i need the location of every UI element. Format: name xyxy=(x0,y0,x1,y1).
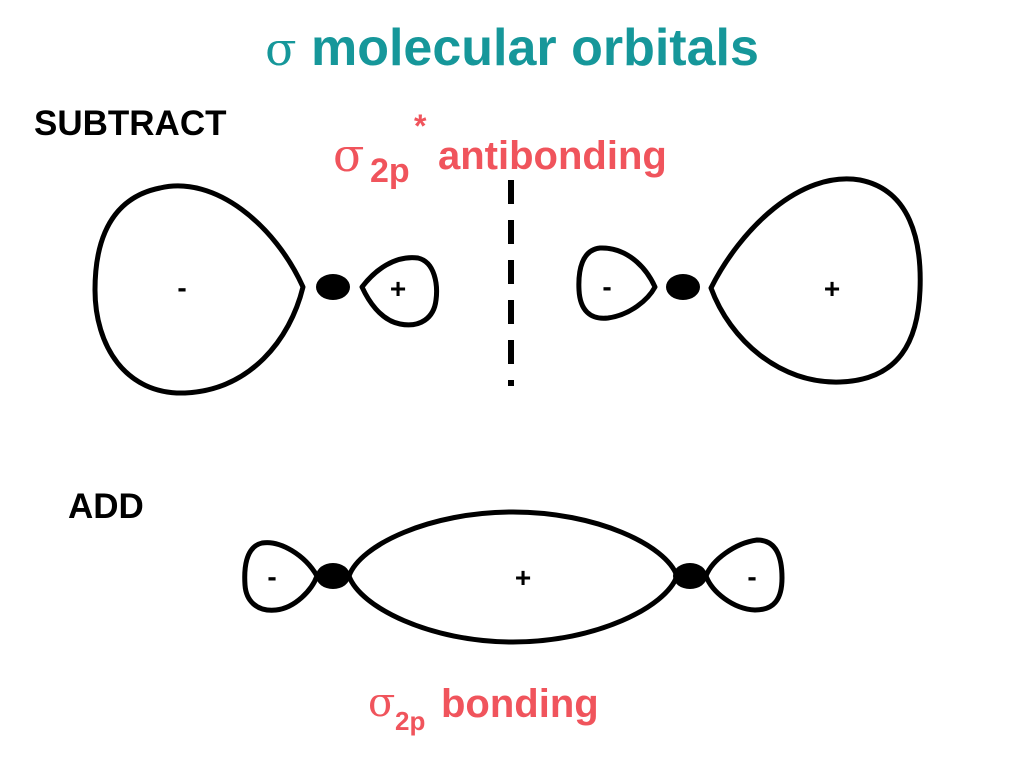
anti-right-large-lobe xyxy=(708,176,923,385)
bond-left-nucleus xyxy=(316,563,350,589)
bond-right-small-lobe xyxy=(703,537,785,613)
title-text: molecular orbitals xyxy=(310,19,759,77)
bond-center-sign: + xyxy=(515,562,531,593)
page-title: σ molecular orbitals xyxy=(0,18,1024,78)
bond-center-lobe xyxy=(346,509,680,645)
anti-right-nucleus xyxy=(666,274,700,300)
antibonding-subscript: 2p xyxy=(370,152,410,190)
subtract-label: SUBTRACT xyxy=(34,104,227,143)
bond-right-small-sign: - xyxy=(747,561,756,592)
antibonding-label: antibonding xyxy=(438,134,667,178)
antibonding-star: * xyxy=(414,108,427,144)
anti-left-small-lobe xyxy=(359,255,439,328)
anti-right-small-lobe xyxy=(576,245,658,321)
bond-left-small-sign: - xyxy=(267,561,276,592)
title-sigma: σ xyxy=(265,22,297,76)
bonding-label: bonding xyxy=(441,682,599,726)
anti-right-large-sign: + xyxy=(824,273,840,304)
bond-right-nucleus xyxy=(673,563,707,589)
anti-left-small-sign: + xyxy=(390,273,406,304)
add-label: ADD xyxy=(68,487,144,526)
anti-left-large-sign: - xyxy=(177,272,186,303)
anti-left-large-lobe xyxy=(92,183,306,396)
anti-left-nucleus xyxy=(316,274,350,300)
anti-right-small-sign: - xyxy=(602,271,611,302)
antibonding-sigma: σ xyxy=(333,128,365,182)
bonding-sigma: σ xyxy=(368,680,396,726)
bonding-subscript: 2p xyxy=(395,706,426,736)
bond-left-small-lobe xyxy=(242,540,320,613)
